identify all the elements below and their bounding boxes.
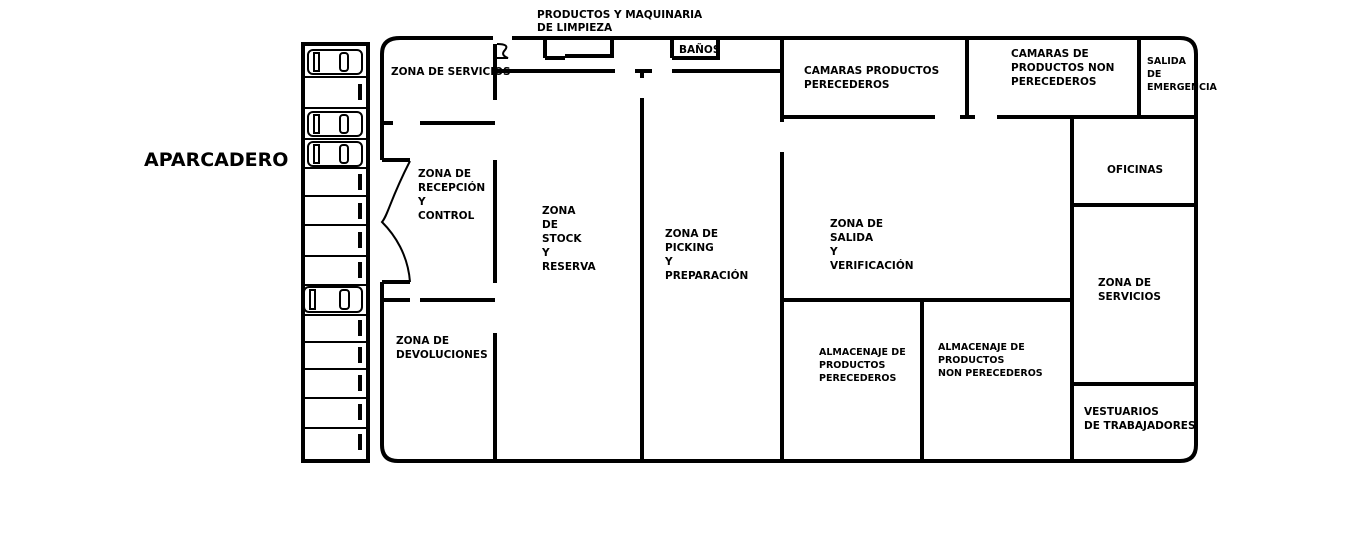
label-banos: BAÑOS xyxy=(679,43,720,56)
label-camaras-perecederos: CAMARAS PRODUCTOS PERECEDEROS xyxy=(804,65,943,91)
label-oficinas: OFICINAS xyxy=(1107,164,1163,176)
label-almacenaje-non-perecederos: ALMACENAJE DE PRODUCTOS NON PERECEDEROS xyxy=(938,342,1043,379)
label-vestuarios: VESTUARIOS DE TRABAJADORES xyxy=(1084,406,1196,432)
label-salida-emergencia: SALIDA DE EMERGENCIA xyxy=(1147,56,1217,93)
parking-title: APARCADERO xyxy=(144,149,288,171)
label-picking: ZONA DE PICKING Y PREPARACIÓN xyxy=(664,228,748,282)
parked-car-4 xyxy=(303,286,363,313)
parked-car-3 xyxy=(307,141,363,167)
interior-walls xyxy=(384,40,1196,461)
parking-slot-dividers xyxy=(303,76,368,429)
parked-car-2 xyxy=(307,111,363,137)
label-almacenaje-perecederos: ALMACENAJE DE PRODUCTOS PERECEDEROS xyxy=(819,347,909,384)
label-servicios-right: ZONA DE SERVICIOS xyxy=(1098,277,1161,303)
label-recepcion: ZONA DE RECEPCIÓN Y CONTROL xyxy=(417,168,489,222)
parked-car-1 xyxy=(307,49,363,75)
label-stock: ZONA DE STOCK Y RESERVA xyxy=(541,205,596,273)
building-outline xyxy=(380,36,1198,463)
parking-lot xyxy=(301,42,370,463)
small-door-symbol xyxy=(496,43,509,59)
label-salida: ZONA DE SALIDA Y VERIFICACIÓN xyxy=(829,218,914,272)
entry-door-swing xyxy=(380,160,411,283)
limpieza-closet xyxy=(543,40,614,60)
banos-room xyxy=(670,40,720,60)
label-servicios-top: ZONA DE SERVICIOS xyxy=(391,66,511,78)
label-limpieza: PRODUCTOS Y MAQUINARIA DE LIMPIEZA xyxy=(537,9,706,34)
label-devoluciones: ZONA DE DEVOLUCIONES xyxy=(396,335,488,361)
label-camaras-non-perecederos: CAMARAS DE PRODUCTOS NON PERECEDEROS xyxy=(1011,48,1118,88)
